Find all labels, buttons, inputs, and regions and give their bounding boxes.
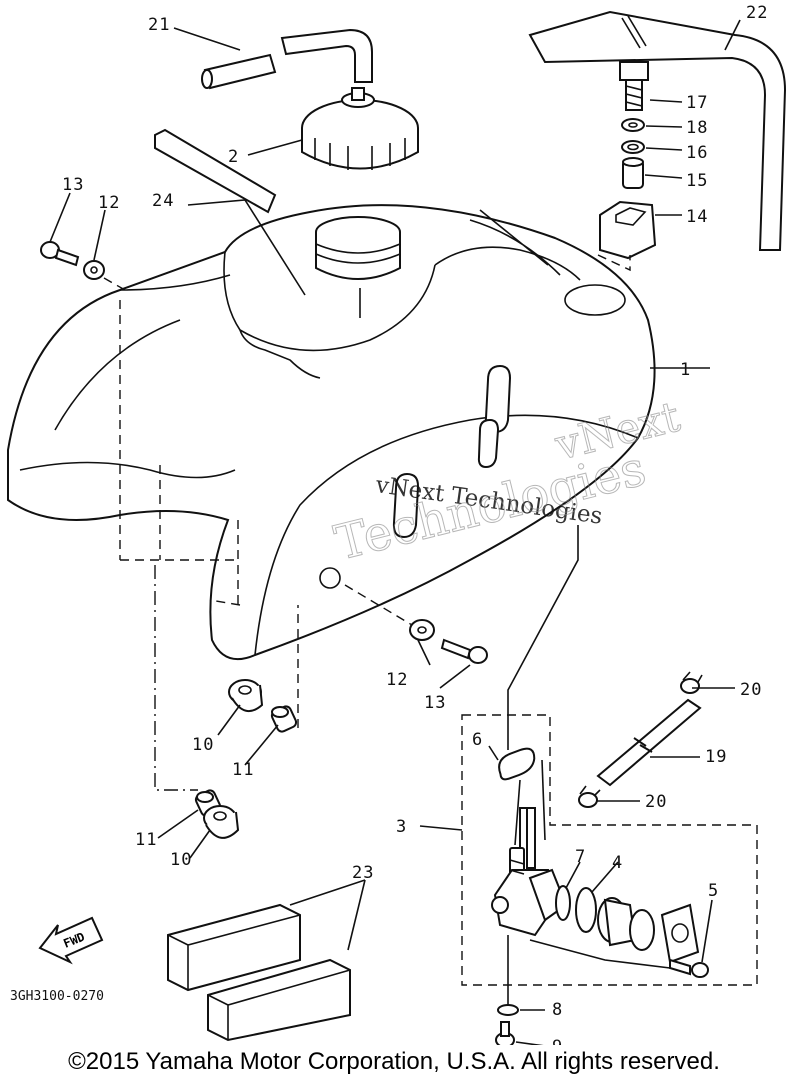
callout-19: 19 — [705, 747, 727, 767]
part-1-fuel-tank[interactable] — [7, 204, 656, 660]
part-7-o-ring[interactable] — [555, 885, 571, 921]
figure-code: 3GH3100-0270 — [10, 989, 104, 1004]
callout-10-lower: 10 — [170, 850, 192, 870]
callout-2: 2 — [228, 147, 239, 167]
part-5-screw[interactable] — [669, 958, 709, 978]
fuel-tank-exploded-diagram: FWD 3GH3100-0270 1 — [7, 3, 787, 1045]
part-9-drain-screw[interactable] — [495, 1021, 515, 1045]
callout-12-right: 12 — [386, 670, 408, 690]
callout-3: 3 — [396, 817, 407, 837]
part-23-foam-block-upper[interactable] — [167, 903, 301, 992]
callout-11-upper: 11 — [232, 760, 254, 780]
fuel-cock-body[interactable] — [491, 759, 568, 937]
leader-lines — [49, 19, 741, 1045]
part-6-gasket[interactable] — [495, 746, 539, 781]
part-20-clip-upper[interactable] — [680, 671, 703, 694]
fuel-cock-lever[interactable] — [597, 897, 700, 964]
part-10-damper-lower[interactable] — [203, 805, 240, 839]
callout-5: 5 — [708, 881, 719, 901]
part-14-grommet[interactable] — [599, 200, 657, 260]
callout-24: 24 — [152, 191, 174, 211]
part-15-collar[interactable] — [622, 157, 644, 189]
callout-17: 17 — [686, 93, 708, 113]
callout-13-left: 13 — [62, 175, 84, 195]
callout-20-upper: 20 — [740, 680, 762, 700]
callout-18: 18 — [686, 118, 708, 138]
part-19-hose[interactable] — [596, 698, 702, 787]
fwd-arrow-icon: FWD — [38, 916, 104, 965]
part-21-breather-hose[interactable] — [201, 28, 373, 90]
part-24-damper-strip[interactable] — [154, 128, 277, 214]
part-20-clip-lower[interactable] — [578, 785, 601, 808]
callout-15: 15 — [686, 171, 708, 191]
part-22-band[interactable] — [528, 10, 787, 251]
callout-6: 6 — [472, 730, 483, 750]
part-13-bolt-left[interactable] — [40, 241, 80, 267]
callout-11-lower: 11 — [135, 830, 157, 850]
callout-16: 16 — [686, 143, 708, 163]
callout-9: 9 — [552, 1037, 563, 1045]
callout-20-lower: 20 — [645, 792, 667, 812]
copyright-footer: ©2015 Yamaha Motor Corporation, U.S.A. A… — [68, 1048, 720, 1075]
callout-23: 23 — [352, 863, 374, 883]
callouts: 1 2 3 4 5 6 7 8 9 10 10 11 11 12 12 13 1… — [62, 3, 768, 1045]
callout-4: 4 — [612, 853, 623, 873]
part-4-gasket[interactable] — [575, 887, 597, 933]
part-8-washer[interactable] — [497, 1004, 519, 1016]
part-16-washer[interactable] — [621, 140, 645, 154]
part-23-foam-block-lower[interactable] — [207, 958, 351, 1042]
part-12-washer-right[interactable] — [409, 619, 435, 641]
part-12-washer-left[interactable] — [83, 260, 105, 280]
part-13-bolt-right[interactable] — [440, 638, 488, 664]
part-2-fuel-cap[interactable] — [301, 87, 419, 170]
part-10-damper-upper[interactable] — [228, 679, 264, 713]
callout-14: 14 — [686, 207, 708, 227]
part-17-bolt[interactable] — [619, 61, 649, 111]
callout-8: 8 — [552, 1000, 563, 1020]
callout-10-upper: 10 — [192, 735, 214, 755]
callout-7: 7 — [575, 847, 586, 867]
callout-22: 22 — [746, 3, 768, 23]
callout-1: 1 — [680, 360, 691, 380]
callout-13-right: 13 — [424, 693, 446, 713]
part-18-washer[interactable] — [621, 118, 645, 132]
callout-21: 21 — [148, 15, 170, 35]
callout-12-left: 12 — [98, 193, 120, 213]
